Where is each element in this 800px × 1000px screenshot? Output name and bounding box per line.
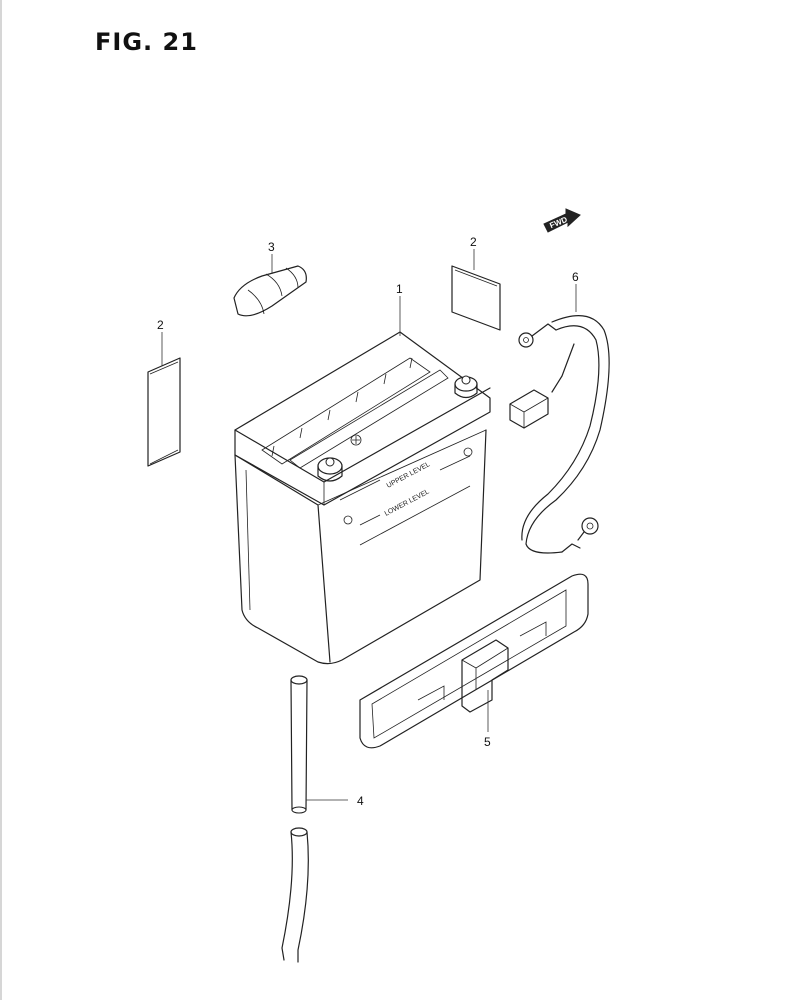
callout-5: 5 (484, 735, 491, 749)
battery-pad-right (451, 265, 501, 331)
figure-title: FIG. 21 (95, 28, 198, 56)
battery-lead-wire (509, 315, 610, 554)
callout-3: 3 (268, 240, 275, 254)
lower-level-label: LOWER LEVEL (384, 488, 431, 517)
breather-hose (281, 675, 309, 963)
callout-2-right: 2 (470, 235, 477, 249)
scan-edge (0, 0, 2, 1000)
callout-6: 6 (572, 270, 579, 284)
upper-level-label: UPPER LEVEL (386, 461, 432, 490)
positive-terminal (454, 375, 478, 399)
battery: UPPER LEVEL LOWER LEVEL (234, 331, 491, 665)
fwd-label: FWD (548, 215, 568, 230)
callout-1: 1 (396, 282, 403, 296)
battery-pad-left (147, 357, 181, 467)
callout-4: 4 (357, 794, 364, 808)
callout-2-left: 2 (157, 318, 164, 332)
battery-holder-band (359, 573, 589, 749)
fwd-arrow-icon: FWD (543, 208, 581, 233)
terminal-cover (233, 265, 307, 317)
negative-terminal (317, 457, 343, 482)
